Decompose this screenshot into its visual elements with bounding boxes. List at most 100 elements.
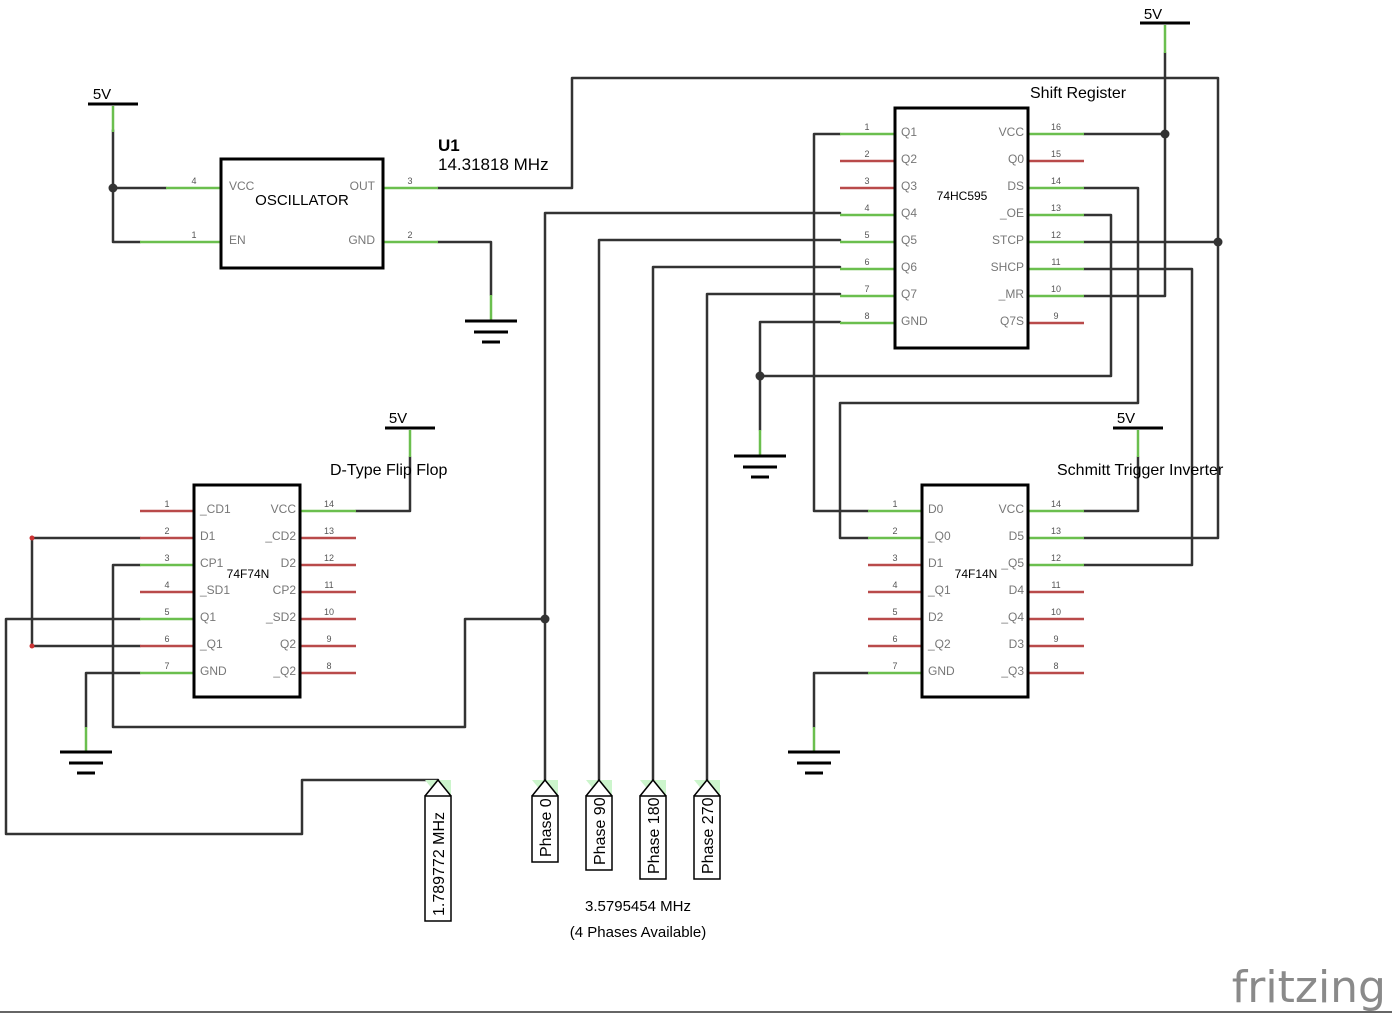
power-rails: 5V 5V 5V 5V [88,6,1190,457]
sr-pin-number: 11 [1051,257,1060,267]
ff-pin-label: CP1 [200,556,224,570]
wire-phase270 [705,292,842,782]
inverter[interactable]: Schmitt Trigger Inverter 74F14N D0 _Q0 D… [868,462,1224,699]
osc-pin-number: 3 [407,176,412,186]
inv-pin-number: 11 [1051,580,1060,590]
sr-pin-label: Q2 [901,152,917,166]
rail-sr-label: 5V [1144,6,1162,23]
ff-pin-label: _Q2 [272,664,296,678]
sr-pin-number: 2 [864,149,869,159]
junction-dot [1213,237,1223,247]
rail-ff-label: 5V [389,410,407,427]
flip-flop[interactable]: D-Type Flip Flop 74F74N _CD1 D1 CP1 _SD1… [140,462,447,699]
inv-pin-label: D5 [1009,529,1025,543]
shift-register[interactable]: Shift Register 74HC595 Q1 Q2 Q3 Q4 Q5 Q6… [840,85,1127,350]
sr-pin-number: 7 [864,284,869,294]
wire-osc-gnd [436,240,493,297]
net-label-text: Phase 270 [700,797,717,874]
ff-pin-label: _CD2 [264,529,296,543]
flip-flop-chip: 74F74N [227,567,270,581]
inv-pin-number: 5 [892,607,897,617]
sr-left-pin-numbers: 1 2 3 4 5 6 7 8 [864,122,869,321]
inv-left-pin-labels: D0 _Q0 D1 _Q1 D2 _Q2 GND [927,502,955,678]
ff-pin-number: 10 [324,607,334,617]
sr-pin-label: Q7 [901,287,917,301]
osc-pin-label: OUT [350,179,376,193]
wire-ff-q1 [4,617,440,836]
inv-pin-number: 12 [1051,553,1061,563]
inv-pin-label: D0 [928,502,944,516]
ff-left-pin-labels: _CD1 D1 CP1 _SD1 Q1 _Q1 GND [199,502,231,678]
net-label-phase180[interactable]: Phase 180 [639,778,667,880]
sr-pin-label: Q0 [1008,152,1024,166]
net-label-phase270[interactable]: Phase 270 [693,778,721,880]
sr-pin-label: Q5 [901,233,917,247]
shift-register-title: Shift Register [1030,85,1127,102]
sr-pin-number: 9 [1053,311,1058,321]
sr-pin-number: 5 [864,230,869,240]
inv-pin-number: 3 [892,553,897,563]
inv-pin-number: 9 [1053,634,1058,644]
inverter-body[interactable] [920,483,1030,699]
ff-right-pin-labels: VCC _CD2 D2 CP2 _SD2 Q2 _Q2 [264,502,296,678]
inv-pin-number: 13 [1051,526,1061,536]
oscillator[interactable]: OSCILLATOR VCC EN OUT GND 4 1 3 2 U1 14.… [140,136,549,270]
ff-pin-label: Q2 [280,637,296,651]
oscillator-ref: U1 [438,136,460,155]
wire-phase180 [651,265,842,782]
sr-pin-number: 14 [1051,176,1061,186]
shift-register-chip: 74HC595 [937,189,988,203]
wire-cp1 [111,563,547,729]
wire-phase0 [543,211,842,782]
wire-ff-vcc [354,455,412,513]
inv-pin-number: 4 [892,580,897,590]
ff-pin-number: 3 [164,553,169,563]
ground-icon [788,727,840,775]
inv-pin-label: _Q2 [927,637,951,651]
net-label-phase0[interactable]: Phase 0 [531,778,559,863]
sr-pin-label: STCP [992,233,1024,247]
inverter-title: Schmitt Trigger Inverter [1057,462,1224,479]
wire-ff-gnd [84,671,142,729]
ground-icon [465,295,517,344]
oscillator-body[interactable] [219,157,385,270]
ff-pin-number: 7 [164,661,169,671]
sr-right-pin-labels: VCC Q0 DS _OE STCP SHCP _MR Q7S [991,125,1025,328]
ff-pin-label: D1 [200,529,216,543]
inv-right-pin-labels: VCC D5 _Q5 D4 _Q4 D3 _Q3 [999,502,1025,678]
ground-icon [734,430,786,479]
inv-pin-label: _Q4 [1000,610,1024,624]
net-label-text: Phase 0 [538,798,555,857]
ff-pin-number: 13 [324,526,334,536]
junctions [29,129,1223,649]
wires [4,51,1220,836]
net-label-clk-div2[interactable]: 1.789772 MHz [424,778,452,922]
ff-pin-number: 8 [326,661,331,671]
sr-pin-label: SHCP [991,260,1024,274]
fritzing-logo: fritzing [1232,962,1386,1013]
ff-pin-label: _SD2 [265,610,296,624]
osc-pin-label: EN [229,233,246,247]
sr-pin-label: Q3 [901,179,917,193]
flip-flop-body[interactable] [192,483,302,699]
inv-pin-label: _Q0 [927,529,951,543]
sr-pin-label: GND [901,314,928,328]
junction-dot [1160,129,1170,139]
wire-osc-vcc [111,128,142,244]
ff-pin-label: D2 [281,556,297,570]
ground-symbols [60,295,840,775]
frequency-note: 3.5795454 MHz [585,898,691,915]
wire-ff-feedback [30,536,142,648]
shift-register-body[interactable] [893,106,1030,350]
inv-pin-label: _Q3 [1000,664,1024,678]
oscillator-name: OSCILLATOR [255,192,349,209]
ff-pin-number: 1 [164,499,169,509]
sr-pin-number: 16 [1051,122,1061,132]
net-label-phase90[interactable]: Phase 90 [585,778,613,871]
junction-dot [29,643,35,649]
sr-pin-label: Q7S [1000,314,1024,328]
wire-inv-vcc [1082,455,1140,513]
inv-pin-label: D4 [1009,583,1025,597]
net-label-text: Phase 90 [592,797,609,865]
ff-left-pin-numbers: 1 2 3 4 5 6 7 [164,499,169,671]
